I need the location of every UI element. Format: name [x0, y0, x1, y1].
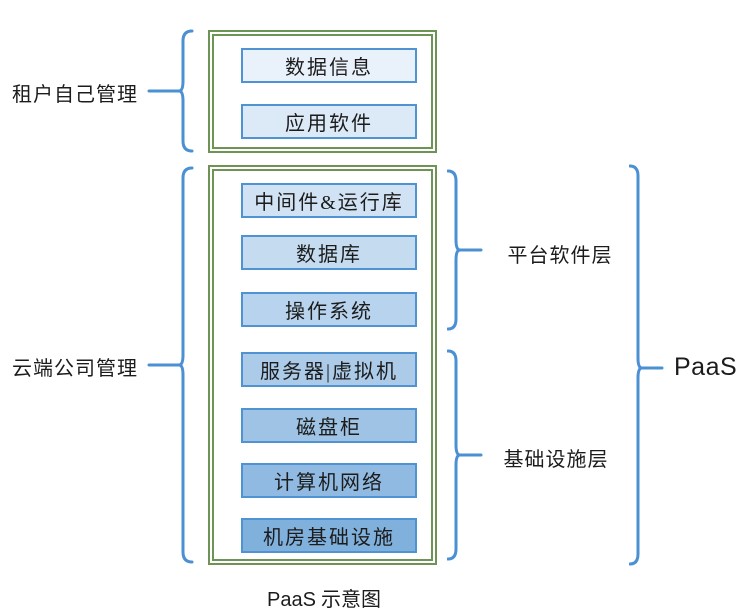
caption-cjk: 示意图: [315, 589, 381, 611]
paas-brace-stem: [629, 164, 644, 566]
tenant-brace: [147, 29, 194, 153]
operating-system-label: 操作系统: [285, 301, 373, 323]
platform-layer-label: 平台软件层: [507, 245, 613, 267]
paas-brace: [629, 164, 664, 566]
tenant-frame: 数据信息 应用软件: [208, 30, 437, 153]
operating-system-box: 操作系统: [241, 292, 417, 327]
database-box: 数据库: [241, 235, 417, 270]
tenant-managed-label: 租户自己管理: [12, 84, 138, 106]
data-info-box: 数据信息: [241, 48, 417, 83]
server-vm-box: 服务器|虚拟机: [241, 352, 417, 387]
caption: PaaS 示意图: [208, 583, 440, 612]
paas-label: PaaS: [674, 353, 738, 381]
app-software-label: 应用软件: [285, 113, 373, 135]
disk-array-label: 磁盘柜: [296, 417, 362, 439]
data-info-label: 数据信息: [285, 57, 373, 79]
datacenter-infra-box: 机房基础设施: [241, 518, 417, 553]
database-label: 数据库: [296, 244, 362, 266]
caption-latin: PaaS: [267, 589, 316, 611]
datacenter-infra-label: 机房基础设施: [263, 527, 395, 549]
server-vm-label: 服务器|虚拟机: [259, 361, 398, 383]
computer-network-label: 计算机网络: [274, 472, 384, 494]
cloud-frame: 中间件&运行库 数据库 操作系统 服务器|虚拟机 磁盘柜 计算机网络 机房基础设…: [208, 165, 437, 565]
middleware-runtime-box: 中间件&运行库: [241, 183, 417, 218]
computer-network-box: 计算机网络: [241, 463, 417, 498]
middleware-runtime-label: 中间件&运行库: [254, 192, 404, 214]
infrastructure-layer-label: 基础设施层: [503, 449, 609, 471]
cloud-managed-label: 云端公司管理: [12, 358, 138, 380]
platform-layer-brace: [447, 169, 483, 331]
cloud-brace: [147, 166, 194, 564]
infrastructure-layer-brace: [447, 349, 483, 561]
app-software-box: 应用软件: [241, 104, 417, 139]
disk-array-box: 磁盘柜: [241, 408, 417, 443]
